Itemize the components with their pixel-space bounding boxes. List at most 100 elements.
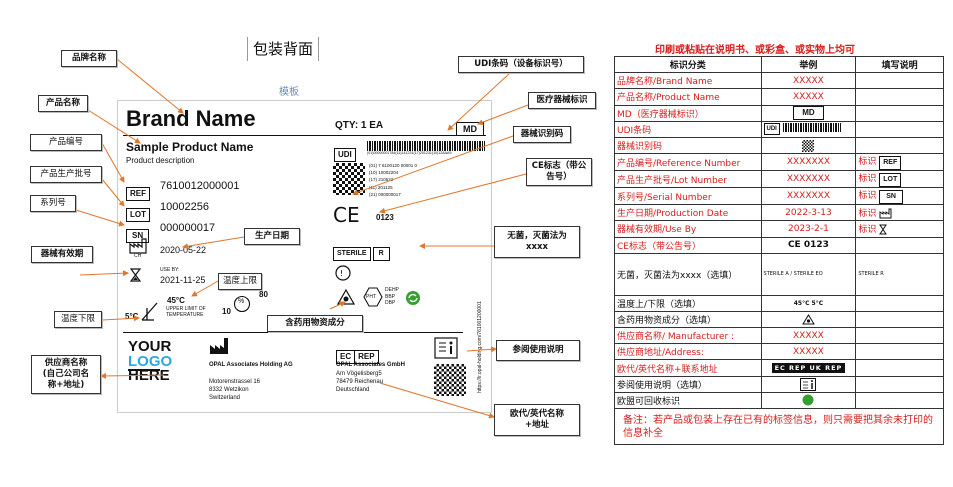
product-name: Sample Product Name: [126, 140, 254, 154]
mfg-date: 2020-05-22: [160, 245, 207, 255]
table-row: 供应商名称/ Manufacturer :XXXXX: [614, 327, 944, 345]
udi-text: (01)00000001784(11)141231(17)201231(10)1…: [367, 151, 452, 155]
use-by: 2021-11-25: [160, 275, 206, 285]
table-row: 供应商地址/Address:XXXXX: [614, 343, 944, 361]
callout-sterile: 无菌，灭菌法为 xxxx: [494, 226, 580, 258]
label-box: [117, 100, 492, 413]
callout-temp-upper: 温度上限: [218, 273, 262, 290]
udi-barcode: [367, 141, 485, 151]
callout-serial-no: 系列号: [30, 195, 76, 212]
table-row: MD（医疗器械标识）MD: [614, 104, 944, 122]
callout-ce: CE标志（带公 告号）: [526, 158, 592, 186]
temp-low: 5°C: [125, 312, 139, 321]
pht-list: DEHP BBP DBP: [385, 287, 399, 306]
callout-brand-name: 品牌名称: [61, 50, 117, 67]
table-header-row: 标识分类 举例 填写说明: [614, 55, 944, 74]
use-by-label: USE BY:: [160, 267, 180, 273]
udi-example-barcode: [782, 123, 841, 133]
udi-hr: (01) 7 6100120 00001 0(10) 10002204(17) …: [369, 163, 418, 197]
lot-value: 10002256: [160, 201, 209, 213]
callout-ifu: 参阅使用说明: [496, 340, 580, 361]
ifu-icon: [434, 337, 458, 359]
factory-icon: [879, 208, 892, 219]
logo-line-1: YOUR: [128, 338, 172, 355]
ref-value: 7610012000001: [160, 180, 240, 192]
callout-ref-no: 产品编号: [30, 134, 102, 151]
md-example: MD: [793, 106, 824, 121]
callout-manufacture-date: 生产日期: [244, 228, 300, 245]
ec-rep-name: OPAL Associates GmbH: [336, 362, 405, 368]
sn-value: 000000017: [160, 222, 216, 234]
temperature-icon: [141, 302, 158, 321]
udi-example: UDI: [763, 123, 780, 136]
logo-line-2: LOGO: [128, 352, 173, 370]
ifu-qr: [434, 364, 466, 396]
table-title: 印刷或粘贴在说明书、或彩盒、或实物上均可: [655, 45, 855, 56]
table-row: 含药用物资成分（选填）: [614, 310, 944, 329]
ce-number: 0123: [376, 213, 394, 222]
temp-high: 45°C: [167, 296, 185, 305]
qty: QTY: 1 EA: [335, 120, 384, 131]
callout-substances: 含药用物资成分: [267, 315, 363, 332]
callout-product-name: 产品名称: [38, 95, 88, 112]
logo: YOUR LOGO HERE: [128, 338, 173, 384]
ref-symbol: REF: [126, 181, 150, 201]
blood-derivative-icon: [337, 289, 355, 305]
lot-symbol: LOT: [126, 202, 150, 222]
bottom-rule: [123, 332, 463, 333]
ec-rep-address: Am Vögelisberg5 78479 Reichenau Deutschl…: [336, 371, 384, 393]
header-instruction: 填写说明: [855, 55, 944, 74]
page-title: 包装背面: [247, 37, 320, 61]
datamatrix-example: [802, 139, 815, 152]
udi-datamatrix: [333, 163, 365, 195]
callout-device-id: 器械识别码: [513, 126, 571, 143]
mfg-ch: CH: [134, 253, 142, 259]
humidity-high: 80: [259, 290, 268, 299]
factory-icon: [129, 238, 147, 254]
product-desc: Product description: [126, 156, 195, 165]
ce-mark: CE: [333, 203, 360, 227]
brand-name: Brand Name: [126, 106, 256, 131]
manufacturer-icon: [210, 338, 228, 354]
manufacturer-address: Motorenstrassel 16 8332 Wetzikon Switzer…: [209, 379, 261, 401]
callout-supplier: 供应商名称 (自己公司名 称+地址): [31, 355, 101, 394]
callout-expiry: 器械有效期: [31, 246, 93, 263]
svg-text:!: !: [340, 269, 343, 278]
table-row: 参阅使用说明（选填）: [614, 375, 944, 393]
callout-lot-no: 产品生产批号: [30, 166, 102, 183]
ifu-icon: [800, 377, 817, 391]
manufacturer-name: OPAL Associates Holding AG: [209, 362, 293, 368]
hourglass-icon: [130, 268, 141, 282]
md-symbol: MD: [456, 117, 484, 136]
header-example: 举例: [760, 55, 857, 74]
humidity-symbol: %: [238, 298, 245, 305]
callout-udi: UDI条码（设备标识号）: [458, 56, 584, 73]
medicinal-substance-icon: !: [335, 265, 351, 281]
table-row: CE标志（带公告号）CE 0123: [614, 236, 944, 254]
header-category: 标识分类: [614, 55, 762, 74]
humidity-icon: [233, 295, 251, 313]
pht-label: PHT: [366, 294, 376, 300]
temp-upper-text: UPPER LIMIT OF TEMPERATURE: [166, 306, 206, 318]
template-label: 模板: [279, 87, 299, 98]
hourglass-icon: [879, 224, 888, 235]
table-note: 备注：若产品或包装上存在已有的标签信息，则只需要把其余未打印的信息补全: [614, 408, 944, 445]
table-row: 温度上/下限（选填）45°C 5°C: [614, 294, 944, 312]
table-note-row: 备注：若产品或包装上存在已有的标签信息，则只需要把其余未打印的信息补全: [614, 408, 944, 445]
table-row: 欧盟可回收标识: [614, 391, 944, 410]
recycle-icon: [406, 291, 420, 305]
callout-connectors: [75, 58, 529, 419]
blood-derivative-icon: [802, 314, 815, 325]
